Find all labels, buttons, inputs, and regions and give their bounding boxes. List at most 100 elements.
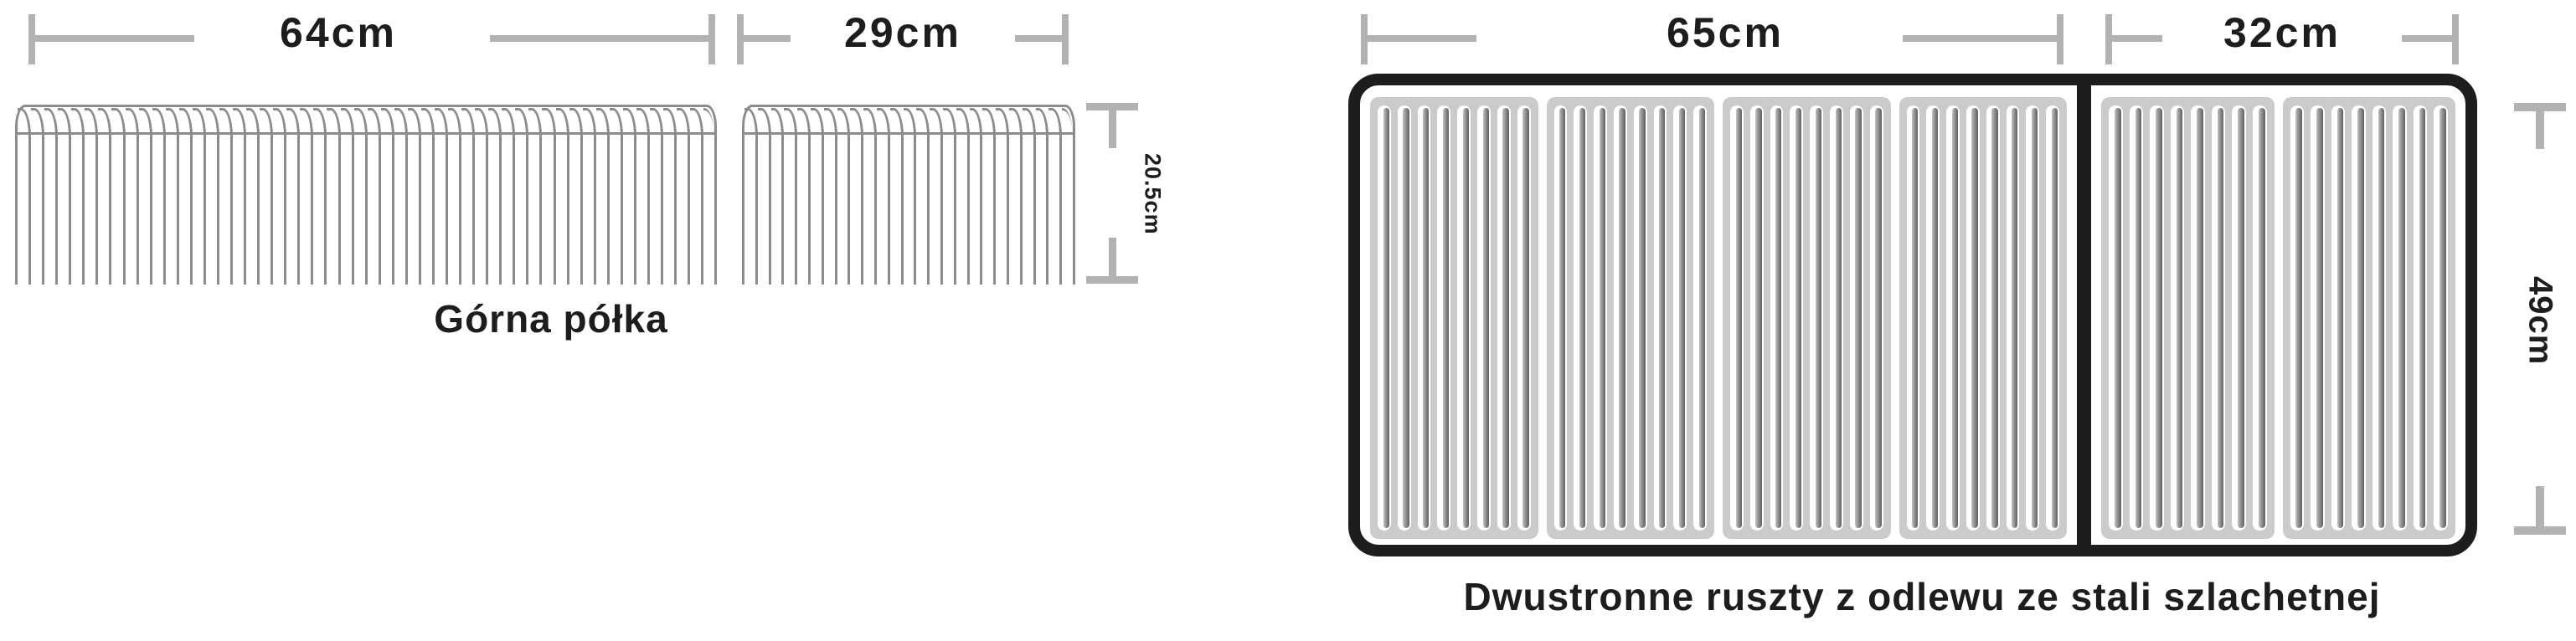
grate-slot — [2434, 105, 2448, 531]
dim-205-bottom-stem — [1109, 238, 1116, 276]
wire — [502, 108, 516, 285]
grate-slot — [1417, 105, 1431, 531]
grate-slot — [1437, 105, 1451, 531]
wire — [996, 108, 1009, 285]
wire — [138, 108, 152, 285]
grate-slot — [2290, 105, 2305, 531]
wire — [555, 108, 569, 285]
dim-32-right-line — [2402, 35, 2452, 42]
grate-slot — [2026, 105, 2040, 531]
grate-slot — [1517, 105, 1531, 531]
wire — [784, 108, 798, 285]
grate-panel — [1546, 97, 1714, 539]
grate-slot — [1730, 105, 1744, 531]
wire — [178, 108, 193, 285]
wire — [837, 108, 851, 285]
wire — [744, 108, 758, 285]
wire — [903, 108, 917, 285]
wire — [420, 108, 435, 285]
wire — [636, 108, 650, 285]
grate-slot — [2252, 105, 2267, 531]
dim-65-right-line — [1903, 35, 2060, 42]
grate-slot — [1965, 105, 1980, 531]
wire — [595, 108, 610, 285]
wire — [44, 108, 59, 285]
wire — [1048, 108, 1063, 285]
wire — [407, 108, 421, 285]
dim-32-left-tick — [2105, 14, 2112, 64]
grate-panel — [1899, 97, 2067, 539]
grate-slot — [1457, 105, 1471, 531]
wire — [942, 108, 956, 285]
grate-panel — [1370, 97, 1538, 539]
shelf-caption: Górna półka — [434, 297, 668, 341]
grate-panel — [2101, 97, 2275, 539]
dim-64-left-tick — [28, 14, 35, 64]
grate-slot — [1810, 105, 1824, 531]
wire — [542, 108, 556, 285]
wire — [515, 108, 529, 285]
grate-slot — [1926, 105, 1940, 531]
dim-65-left-line — [1368, 35, 1476, 42]
wire — [394, 108, 408, 285]
wire — [58, 108, 72, 285]
grate-slot — [1653, 105, 1667, 531]
dim-64-label: 64cm — [280, 9, 397, 56]
wire — [380, 108, 394, 285]
dim-49-label: 49cm — [2522, 275, 2559, 366]
grate-divider — [2077, 85, 2091, 545]
shelf-crossbar — [744, 132, 1073, 135]
wire — [111, 108, 126, 285]
grate-slot — [2413, 105, 2428, 531]
grate-slot — [1770, 105, 1784, 531]
grate-slot — [1397, 105, 1411, 531]
wire — [609, 108, 623, 285]
wire — [663, 108, 677, 285]
grate-slot — [2191, 105, 2205, 531]
wire — [273, 108, 287, 285]
wire — [98, 108, 112, 285]
grate-slot — [2393, 105, 2407, 531]
wire — [569, 108, 583, 285]
wire — [233, 108, 247, 285]
dim-32-label: 32cm — [2223, 9, 2341, 56]
wire — [488, 108, 502, 285]
grate-section-large — [1360, 85, 2077, 545]
wire — [219, 108, 233, 285]
grate-slot — [2311, 105, 2325, 531]
wire — [260, 108, 274, 285]
dim-29-left-tick — [737, 14, 744, 64]
grate-slot — [2331, 105, 2346, 531]
grate-slot — [1477, 105, 1491, 531]
dim-65-left-tick — [1361, 14, 1368, 64]
dim-49-bottom-bar — [2514, 526, 2566, 535]
dim-49-bottom-stem — [2536, 486, 2544, 526]
grate-frame — [1348, 74, 2477, 556]
grate-slot — [1378, 105, 1391, 531]
wire-shelf-large — [15, 105, 717, 285]
dim-205-label: 20.5cm — [1140, 153, 1166, 235]
grate-slot — [1673, 105, 1687, 531]
wire — [300, 108, 314, 285]
grate-slot — [1594, 105, 1607, 531]
wire — [18, 108, 32, 285]
wire — [71, 108, 85, 285]
dim-29-label: 29cm — [844, 9, 961, 56]
dim-65-label: 65cm — [1667, 9, 1784, 56]
dim-29-left-line — [744, 35, 791, 42]
grate-slot — [1633, 105, 1647, 531]
grate-slot — [2109, 105, 2123, 531]
grate-slot — [2352, 105, 2366, 531]
grate-slot — [2170, 105, 2185, 531]
wire — [192, 108, 206, 285]
wire — [340, 108, 354, 285]
dim-29-right-line — [1015, 35, 1062, 42]
wire — [125, 108, 139, 285]
wire — [434, 108, 448, 285]
wire — [353, 108, 368, 285]
wire — [152, 108, 166, 285]
wire — [930, 108, 943, 285]
grate-slot — [1946, 105, 1960, 531]
wire — [677, 108, 691, 285]
